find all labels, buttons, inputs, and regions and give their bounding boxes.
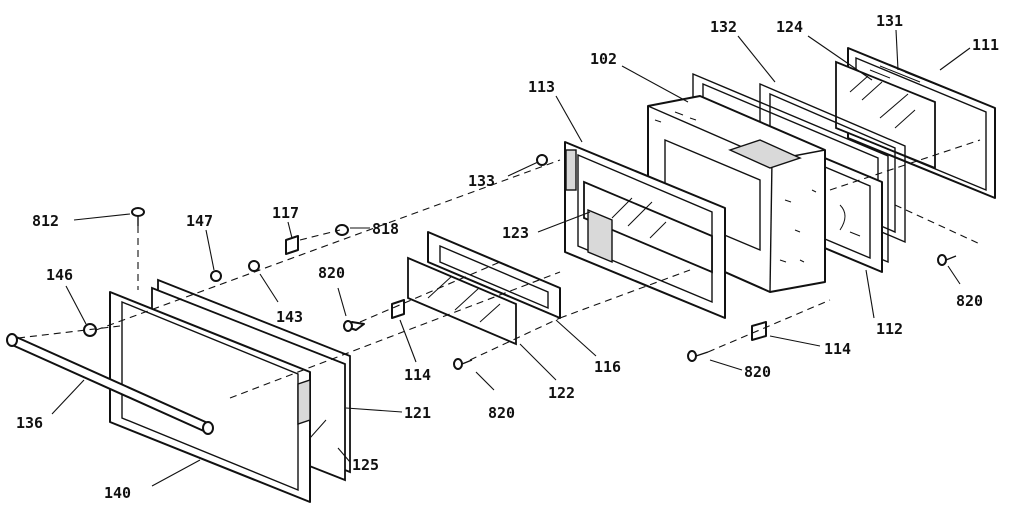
label-820-bottom: 820 xyxy=(744,363,771,381)
hardware-812-screw xyxy=(131,207,145,226)
label-102: 102 xyxy=(590,50,617,68)
label-121: 121 xyxy=(404,404,431,422)
label-131: 131 xyxy=(876,12,903,30)
hardware-147-washer xyxy=(210,270,222,282)
label-114-right: 114 xyxy=(824,340,851,358)
part-122-glass xyxy=(407,256,517,346)
hardware-818-screw xyxy=(335,224,349,236)
part-123-window-glass xyxy=(583,180,713,274)
label-136: 136 xyxy=(16,414,43,432)
label-116: 116 xyxy=(594,358,621,376)
part-labels: 102 132 124 131 111 113 133 123 812 147 … xyxy=(16,12,999,502)
label-114-left: 114 xyxy=(404,366,431,384)
label-820-left: 820 xyxy=(318,264,345,282)
label-123: 123 xyxy=(502,224,529,242)
hardware-820-screw-bottom xyxy=(687,350,709,362)
label-818: 818 xyxy=(372,220,399,238)
label-143: 143 xyxy=(276,308,303,326)
hardware-820-screw-mid xyxy=(453,358,473,370)
part-136-handle xyxy=(6,333,214,435)
hardware-114-clip-left xyxy=(391,299,405,319)
leader-lines xyxy=(51,29,971,487)
label-820-mid: 820 xyxy=(488,404,515,422)
label-132: 132 xyxy=(710,18,737,36)
hardware-114-clip-right xyxy=(751,321,767,341)
label-113: 113 xyxy=(528,78,555,96)
label-111: 111 xyxy=(972,36,999,54)
label-112: 112 xyxy=(876,320,903,338)
hardware-143-washer xyxy=(248,260,260,272)
label-125: 125 xyxy=(352,456,379,474)
hardware-117-clip xyxy=(285,235,299,255)
hardware-820-screw-left xyxy=(343,320,365,332)
label-820-right: 820 xyxy=(956,292,983,310)
label-140: 140 xyxy=(104,484,131,502)
label-122: 122 xyxy=(548,384,575,402)
hardware-820-screw-right xyxy=(937,254,957,266)
label-117: 117 xyxy=(272,204,299,222)
label-147: 147 xyxy=(186,212,213,230)
label-124: 124 xyxy=(776,18,803,36)
hardware-133-washer xyxy=(536,154,548,166)
label-812: 812 xyxy=(32,212,59,230)
label-146: 146 xyxy=(46,266,73,284)
assembly-lines xyxy=(17,139,981,399)
label-133: 133 xyxy=(468,172,495,190)
part-131-glass xyxy=(835,60,936,170)
